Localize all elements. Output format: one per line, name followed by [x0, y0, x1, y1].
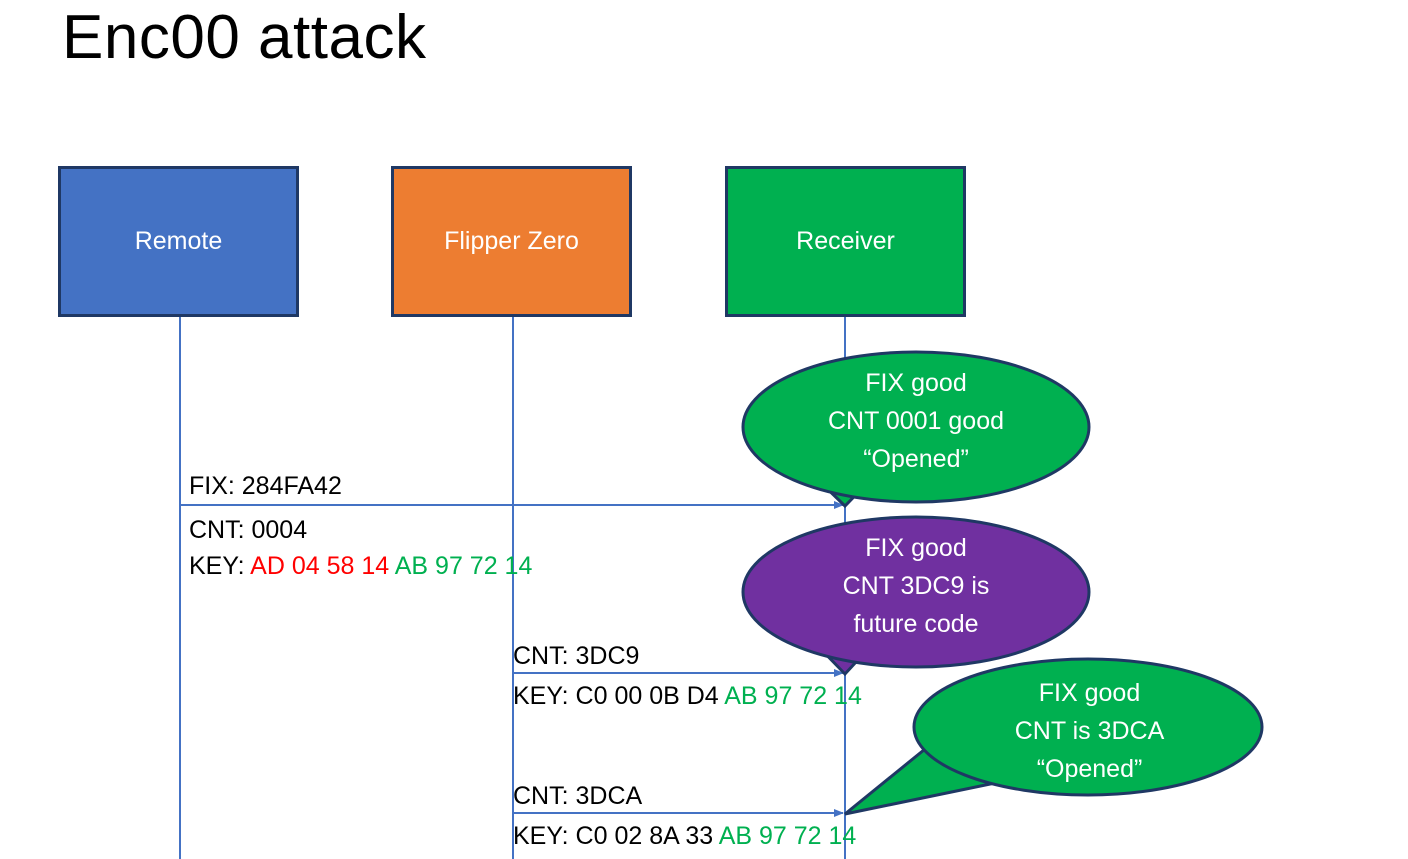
lifeline-flipper — [512, 317, 514, 859]
speech-bubble-1-line-1: FIX good — [865, 369, 967, 397]
speech-bubble-1-text: FIX good CNT 0001 good “Opened” — [742, 364, 1090, 478]
speech-bubble-3-line-2: CNT is 3DCA — [1014, 717, 1165, 745]
message-1-fix: FIX: 284FA42 — [189, 472, 342, 500]
message-1-cnt: CNT: 0004 — [189, 516, 308, 544]
message-2-key-label: KEY: C0 00 0B D4 — [513, 682, 719, 710]
speech-bubble-2-line-2: CNT 3DC9 is — [842, 572, 990, 600]
message-3-key: KEY: C0 02 8A 33 AB 97 72 14 — [513, 818, 856, 854]
message-3-cnt: CNT: 3DCA — [513, 782, 643, 810]
message-2-key: KEY: C0 00 0B D4 AB 97 72 14 — [513, 678, 862, 714]
speech-bubble-3-line-3: “Opened” — [1036, 755, 1143, 783]
actor-box-receiver[interactable]: Receiver — [725, 166, 966, 317]
speech-bubble-2-text: FIX good CNT 3DC9 is future code — [742, 529, 1090, 643]
page-title: Enc00 attack — [62, 3, 427, 72]
actor-box-flipper[interactable]: Flipper Zero — [391, 166, 632, 317]
speech-bubble-3-line-1: FIX good — [1038, 679, 1141, 707]
speech-bubble-3-text: FIX good CNT is 3DCA “Opened” — [916, 674, 1263, 788]
speech-bubble-2-line-1: FIX good — [865, 534, 967, 562]
message-1-key-green: AB 97 72 14 — [389, 552, 533, 580]
message-3-key-green: AB 97 72 14 — [713, 822, 857, 850]
message-2-key-green: AB 97 72 14 — [718, 682, 862, 710]
speech-bubble-3-text-wrap: FIX good CNT is 3DCA “Opened” — [838, 660, 1263, 820]
message-1-key-red: AD 04 58 14 — [250, 552, 390, 580]
speech-bubble-1-line-2: CNT 0001 good — [827, 407, 1005, 435]
speech-bubble-2-line-3: future code — [853, 610, 979, 638]
message-1-key-label: KEY: — [189, 552, 251, 580]
speech-bubble-2-text-wrap: FIX good CNT 3DC9 is future code — [742, 517, 1090, 667]
actor-label-remote: Remote — [134, 226, 223, 255]
actor-box-remote[interactable]: Remote — [58, 166, 299, 317]
message-1-key: KEY: AD 04 58 14 AB 97 72 14 — [189, 548, 532, 584]
message-2-cnt: CNT: 3DC9 — [513, 642, 640, 670]
actor-label-flipper: Flipper Zero — [444, 226, 579, 255]
actor-label-receiver: Receiver — [796, 226, 895, 255]
speech-bubble-1-text-wrap: FIX good CNT 0001 good “Opened” — [742, 352, 1090, 502]
speech-bubble-1-line-3: “Opened” — [863, 445, 969, 473]
lifeline-remote — [179, 317, 181, 859]
message-3-key-label: KEY: C0 02 8A 33 — [513, 822, 714, 850]
